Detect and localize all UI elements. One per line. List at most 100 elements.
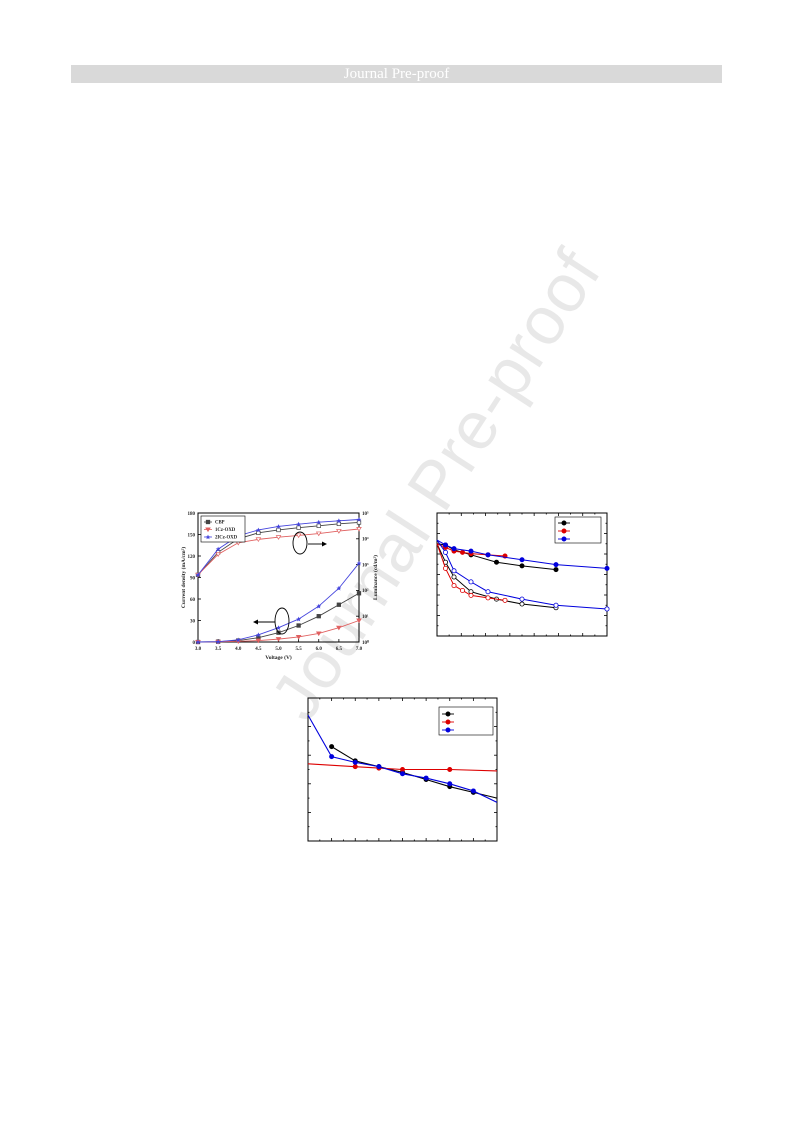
series-point	[423, 775, 429, 781]
series-point	[460, 587, 466, 593]
luminance-point	[316, 519, 322, 525]
current-point	[356, 560, 362, 566]
luminance-point	[276, 524, 281, 529]
legend-marker	[445, 711, 451, 717]
y2-tick-label: 10⁰	[362, 640, 369, 646]
luminance-point	[295, 533, 302, 539]
y-tick-label: 120	[188, 555, 196, 560]
series-point	[485, 552, 491, 558]
series-point	[451, 583, 457, 589]
current-point	[276, 625, 281, 630]
current-point	[315, 631, 322, 637]
current-point	[356, 591, 362, 596]
series-point	[485, 595, 491, 601]
legend-marker	[205, 527, 211, 533]
x-tick-label: 5.0	[275, 647, 282, 652]
y2-tick-label: 10⁴	[362, 537, 369, 543]
current-point	[336, 585, 342, 591]
current-point	[296, 616, 302, 622]
legend-label: CBP	[215, 521, 225, 526]
x-tick-label: 6.0	[316, 647, 323, 652]
current-point	[235, 637, 241, 643]
series-point	[485, 589, 491, 595]
luminance-point	[255, 537, 262, 543]
series-point	[451, 546, 457, 552]
series-point	[352, 759, 358, 765]
current-point	[215, 639, 221, 644]
y2-axis-label: Luminance (cd/m²)	[372, 555, 379, 600]
series-point	[460, 549, 466, 555]
current-point	[316, 614, 321, 619]
y-tick-label: 180	[188, 512, 196, 517]
series-point	[451, 574, 457, 580]
y-tick-label: 60	[190, 598, 196, 603]
y2-tick-label: 10³	[362, 562, 369, 568]
current-point	[195, 639, 201, 645]
left-arrow-head	[253, 619, 258, 625]
legend-marker	[561, 528, 567, 534]
series-point	[553, 562, 559, 568]
series-point	[442, 542, 448, 548]
luminance-group-ellipse	[292, 531, 308, 555]
series-point	[519, 563, 525, 569]
current-point	[336, 625, 342, 631]
x-tick-label: 3.0	[195, 647, 202, 652]
luminance-point	[255, 527, 261, 533]
series-point	[442, 565, 448, 571]
luminance-point	[356, 527, 362, 532]
current-point	[255, 632, 261, 638]
y2-tick-label: 10²	[362, 588, 369, 594]
luminance-point	[215, 546, 221, 552]
luminance-point	[296, 521, 302, 527]
y-tick-label: 30	[190, 619, 196, 624]
legend-marker	[205, 519, 211, 525]
x-tick-label: 3.5	[215, 647, 222, 652]
series-point	[519, 557, 525, 563]
luminance-point	[276, 527, 281, 533]
series-point	[451, 568, 457, 574]
luminance-point	[275, 535, 282, 540]
luminance-point	[336, 518, 342, 524]
current-point	[336, 602, 342, 607]
series-point	[553, 567, 559, 573]
series-point	[494, 559, 500, 565]
legend-marker	[561, 520, 567, 526]
luminance-point	[296, 525, 301, 530]
series-point	[329, 744, 335, 750]
current-point	[275, 637, 282, 642]
luminance-point	[315, 531, 322, 537]
luminance-point	[215, 552, 221, 558]
efficiency-chart	[436, 512, 610, 637]
luminance-point	[356, 517, 362, 522]
legend-label: 2ICz-OXD	[215, 536, 238, 541]
y2-tick-label: 10⁵	[362, 511, 369, 517]
x-axis-label: Voltage (V)	[265, 654, 292, 661]
series-point	[604, 565, 610, 571]
x-tick-label: 7.0	[356, 647, 363, 652]
third-chart	[307, 697, 498, 842]
current-point	[295, 635, 302, 640]
series-point	[502, 597, 508, 603]
current-point	[255, 638, 262, 644]
x-tick-label: 6.5	[336, 647, 343, 652]
legend	[554, 516, 602, 544]
series-point	[468, 592, 474, 598]
x-tick-label: 4.0	[235, 647, 242, 652]
series-line	[307, 763, 498, 772]
x-tick-label: 4.5	[255, 647, 262, 652]
current-point	[296, 623, 301, 628]
series-point	[400, 767, 406, 773]
legend-marker	[445, 719, 451, 725]
right-arrow-head	[322, 541, 327, 547]
legend-marker	[205, 534, 211, 540]
series-point	[468, 548, 474, 554]
x-tick-label: 5.5	[296, 647, 303, 652]
series-point	[400, 771, 406, 777]
legend-marker	[445, 727, 451, 733]
y-tick-label: 150	[188, 533, 196, 538]
series-line	[436, 539, 608, 610]
y-tick-label: 90	[190, 576, 196, 581]
y2-tick-label: 10¹	[362, 614, 369, 620]
